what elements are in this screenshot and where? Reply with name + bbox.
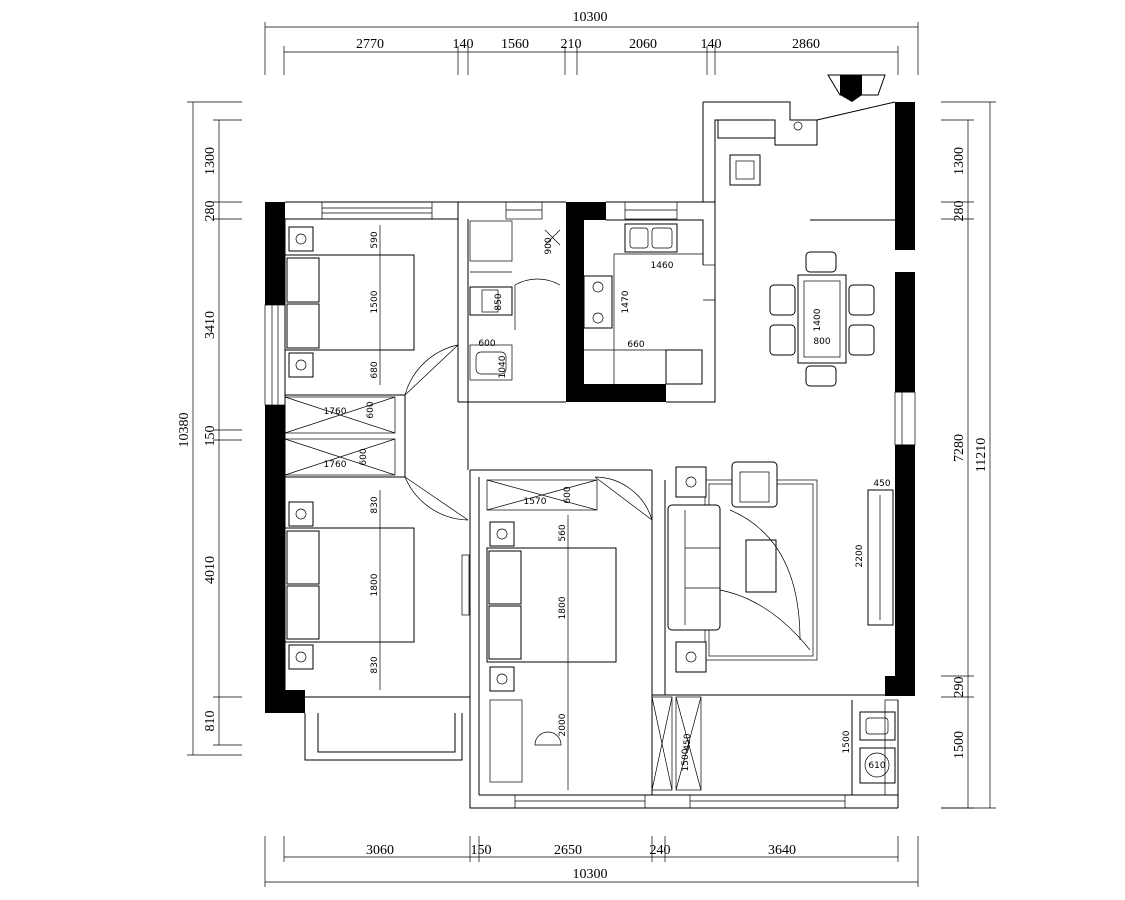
dim-top-seg-2: 140 xyxy=(453,37,474,52)
dim-top-seg-1: 2770 xyxy=(356,37,384,52)
doors xyxy=(404,264,716,521)
dim-left-seg-1: 1300 xyxy=(203,147,218,175)
dim-top-total: 10300 xyxy=(573,10,608,25)
left-dimension-lines xyxy=(187,101,242,756)
dim-bed1-a: 590 xyxy=(370,231,380,248)
dim-top-seg-4: 210 xyxy=(561,37,582,52)
dim-cab-b: 1500 xyxy=(681,748,691,771)
dim-table-a: 1400 xyxy=(813,308,823,331)
dining-table xyxy=(769,251,875,387)
dim-bed1-b: 1500 xyxy=(370,290,380,313)
dim-tv-length: 2200 xyxy=(855,544,865,567)
dim-kitchen-c: 660 xyxy=(627,340,644,350)
dim-bottom-seg-3: 2650 xyxy=(554,843,582,858)
dim-table-b: 800 xyxy=(813,337,830,347)
dim-bottom-seg-1: 3060 xyxy=(366,843,394,858)
dim-right-seg-3: 7280 xyxy=(952,434,967,462)
dim-wardrobe-1-depth: 600 xyxy=(366,401,376,418)
dim-wardrobe-2-depth: 600 xyxy=(359,448,369,465)
dim-left-seg-5: 4010 xyxy=(203,556,218,584)
dim-top-seg-5: 2060 xyxy=(629,37,657,52)
dim-kitchen-b: 1470 xyxy=(621,290,631,313)
bathroom xyxy=(469,220,561,381)
dim-cab-a: 450 xyxy=(683,733,693,750)
dim-balcony-b: 610 xyxy=(868,761,885,771)
dim-left-seg-3: 3410 xyxy=(203,311,218,339)
dim-bottom-total: 10300 xyxy=(573,867,608,882)
dim-right-total: 11210 xyxy=(974,438,989,472)
dim-bath-b: 850 xyxy=(494,293,504,310)
dim-wardrobe-2: 1760 xyxy=(324,460,347,470)
right-dimension-lines xyxy=(941,101,996,809)
utility-balcony xyxy=(651,696,899,796)
top-dimension-lines xyxy=(264,22,919,75)
entrance-arrow-icon xyxy=(827,74,886,102)
dim-bottom-seg-2: 150 xyxy=(471,843,492,858)
windows xyxy=(264,201,916,809)
dim-top-seg-3: 1560 xyxy=(501,37,529,52)
dim-bath-c: 600 xyxy=(478,339,495,349)
bedroom-2 xyxy=(284,490,470,690)
bedroom-1 xyxy=(284,225,415,385)
dim-balcony-a: 1500 xyxy=(842,730,852,753)
dim-right-seg-2: 280 xyxy=(952,201,967,222)
dim-bath-d: 1040 xyxy=(498,355,508,378)
dim-left-seg-2: 280 xyxy=(203,201,218,222)
dim-bed1-c: 680 xyxy=(370,361,380,378)
solid-walls xyxy=(265,102,915,713)
dim-bed2-a: 830 xyxy=(370,496,380,513)
kitchen xyxy=(583,119,803,385)
dim-right-seg-4: 290 xyxy=(952,677,967,698)
bottom-dimension-lines xyxy=(264,836,919,887)
dim-left-seg-6: 810 xyxy=(203,711,218,732)
dim-right-seg-1: 1300 xyxy=(952,147,967,175)
living-room xyxy=(667,461,894,673)
dim-wardrobe-1: 1760 xyxy=(324,407,347,417)
dim-bottom-seg-5: 3640 xyxy=(768,843,796,858)
dim-top-seg-7: 2860 xyxy=(792,37,820,52)
dim-kitchen-a: 1460 xyxy=(651,261,674,271)
dim-left-seg-4: 150 xyxy=(203,426,218,447)
dim-bottom-seg-4: 240 xyxy=(650,843,671,858)
dim-bed3-b: 1800 xyxy=(558,596,568,619)
dim-bed3-c: 2000 xyxy=(558,713,568,736)
corridor-wardrobes xyxy=(284,396,396,476)
dim-bed3-wardrobe-depth: 600 xyxy=(563,486,573,503)
dim-bed3-a: 560 xyxy=(558,524,568,541)
dim-bed3-wardrobe: 1570 xyxy=(524,497,547,507)
bedroom-3 xyxy=(486,479,617,790)
dim-top-seg-6: 140 xyxy=(701,37,722,52)
dim-bed2-c: 830 xyxy=(370,656,380,673)
dim-right-seg-5: 1500 xyxy=(952,731,967,759)
dim-bed2-b: 1800 xyxy=(370,573,380,596)
dim-tv-depth: 450 xyxy=(873,479,890,489)
dim-bath-a: 900 xyxy=(544,237,554,254)
dim-left-total: 10380 xyxy=(177,413,192,448)
